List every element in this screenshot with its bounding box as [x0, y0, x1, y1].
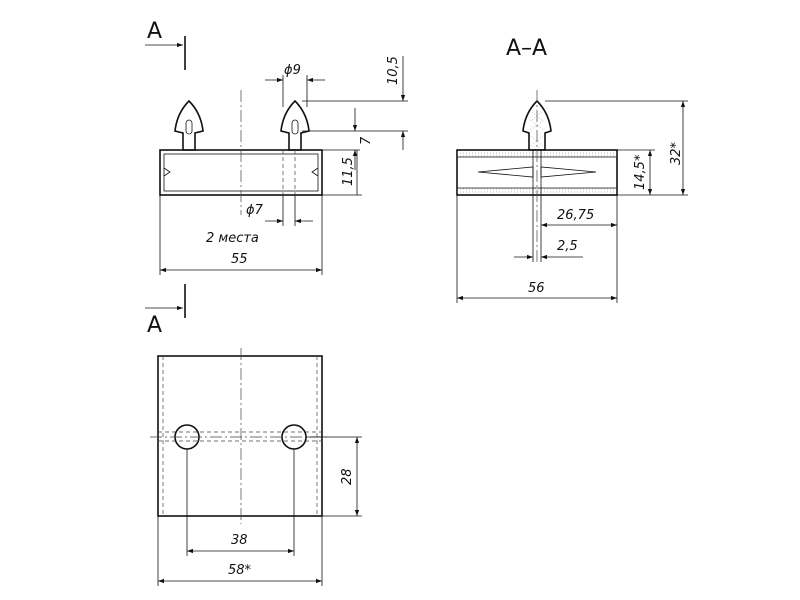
dim-section-total-height: 32* [669, 141, 684, 165]
dim-section-length: 56 [528, 281, 545, 296]
front-dimensions: ϕ9 10,5 7 11,5 ϕ7 2 места 55 [159, 56, 408, 275]
section-view: A–A [456, 36, 618, 262]
top-view-outline [157, 355, 323, 517]
right-pin [280, 99, 310, 151]
dim-top-overall: 58* [228, 563, 252, 578]
dim-front-length: 55 [231, 252, 248, 267]
section-title: A–A [506, 36, 547, 61]
section-pin [522, 99, 552, 151]
dim-pin-height: 10,5 [386, 56, 401, 85]
left-pin [174, 99, 204, 151]
top-view [150, 348, 330, 524]
dim-pin-base: 7 [359, 136, 374, 145]
section-marker-top: A [145, 19, 186, 70]
dim-pin-diameter: ϕ9 [284, 63, 301, 78]
dim-section-half-length: 26,75 [557, 208, 594, 223]
dim-body-height: 11,5 [341, 157, 356, 186]
top-dimensions: 28 38 58* [157, 436, 362, 586]
dim-section-gap: 2,5 [557, 239, 578, 254]
dim-hole-spacing: 38 [231, 533, 248, 548]
section-letter-bottom: A [147, 313, 162, 338]
dim-section-body-height: 14,5* [633, 154, 648, 190]
section-marker-bottom: A [145, 284, 186, 338]
front-view [159, 90, 323, 215]
note-places: 2 места [206, 231, 259, 246]
section-letter-top: A [147, 19, 162, 44]
dim-top-width: 28 [340, 468, 355, 485]
section-dimensions: 32* 14,5* 26,75 2,5 56 [456, 100, 688, 303]
dim-hole-diameter: ϕ7 [246, 203, 264, 218]
